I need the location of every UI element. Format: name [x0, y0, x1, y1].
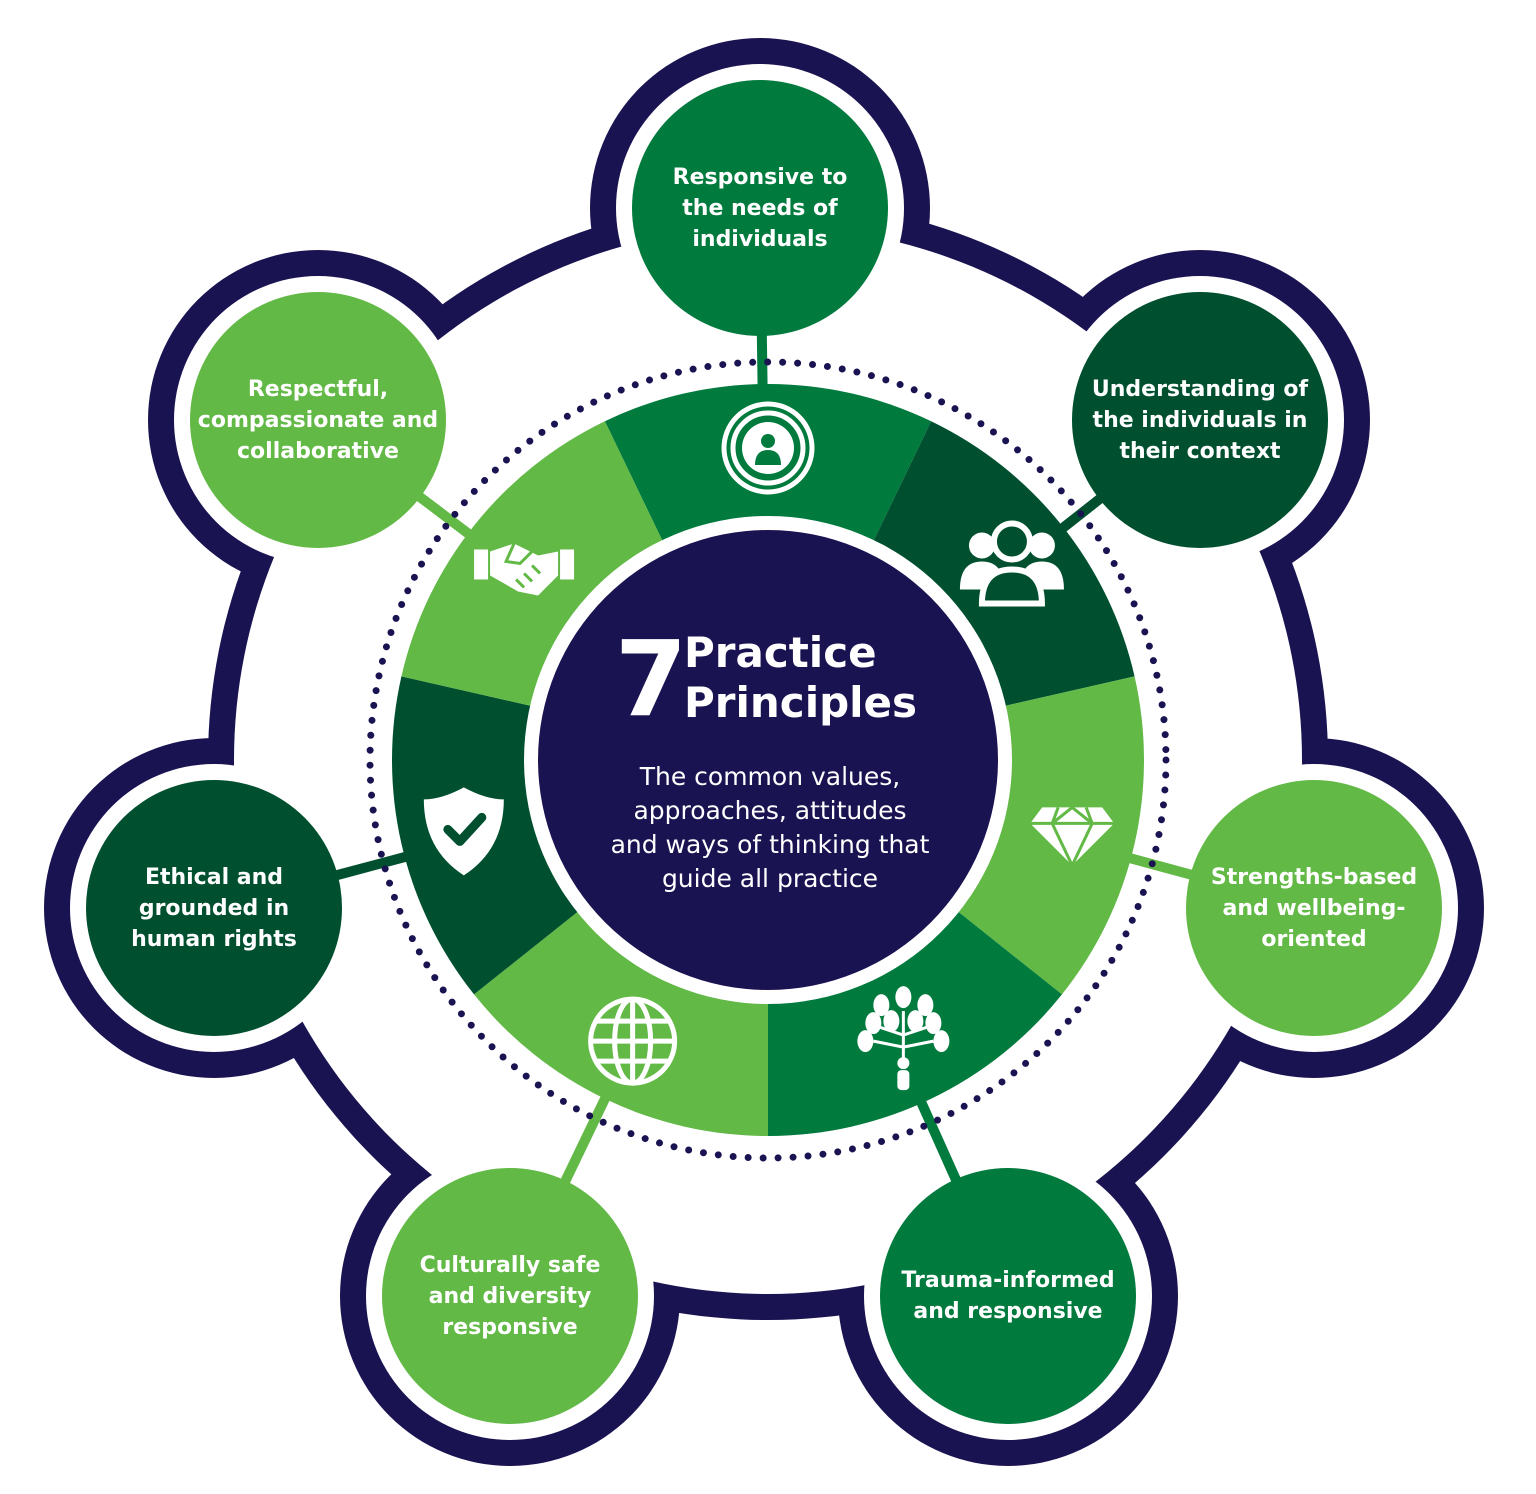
segment-icons	[423, 401, 1115, 1091]
leaf	[917, 994, 934, 1017]
principle-circle	[880, 1168, 1136, 1424]
principle-label: Trauma-informed and responsive	[901, 1268, 1115, 1324]
side-head	[968, 532, 995, 559]
branches	[873, 1011, 934, 1062]
people-group-icon	[959, 520, 1064, 607]
gem-facets	[1030, 805, 1115, 867]
leaf	[925, 1012, 942, 1035]
principle-label: Responsive to the needs of individuals	[672, 164, 848, 252]
connector-line	[413, 490, 476, 541]
dotted-ring	[366, 358, 1170, 1162]
leaf	[857, 1030, 874, 1053]
principle-circle	[382, 1168, 638, 1424]
person-target-icon	[721, 401, 815, 495]
main-body	[978, 566, 1045, 607]
principle-circle	[1186, 780, 1442, 1036]
ring-mid	[730, 410, 806, 486]
center-number: 7	[614, 618, 688, 740]
tree-person-icon	[857, 986, 950, 1091]
leaf	[895, 986, 912, 1009]
check	[443, 812, 487, 846]
principle-label: Respectful, compassionate and collaborat…	[197, 376, 439, 464]
head	[761, 434, 775, 448]
leaf	[933, 1030, 950, 1053]
connectors	[332, 331, 1196, 1187]
principle-circle	[632, 80, 888, 336]
principle-label: Strengths-based and wellbeing- oriented	[1210, 864, 1418, 952]
body	[755, 450, 781, 465]
shield-check-icon	[423, 787, 504, 876]
principle-label: Understanding of the individuals in thei…	[1091, 376, 1309, 464]
connector-line	[756, 331, 768, 391]
connector-line	[914, 1095, 962, 1185]
connector-line	[1123, 851, 1196, 881]
hand-lines	[503, 542, 542, 589]
ring-outer	[721, 401, 815, 495]
leaf	[883, 1010, 900, 1033]
globe-lines	[590, 999, 675, 1084]
principle-label: Culturally safe and diversity responsive	[419, 1252, 601, 1340]
left-cuff	[474, 549, 489, 580]
person-body	[897, 1070, 910, 1091]
right-cuff	[560, 549, 575, 580]
satellite-circles	[86, 80, 1442, 1424]
handshake-icon	[474, 542, 575, 596]
person-head	[897, 1057, 910, 1070]
connector-line	[559, 1091, 613, 1187]
leaf	[873, 994, 890, 1017]
side-head	[1028, 532, 1055, 559]
center-subtitle: The common values, approaches, attitudes…	[610, 762, 930, 893]
center-title: Practice Principles	[684, 628, 918, 727]
principle-circle	[190, 292, 446, 548]
principle-circle	[1072, 292, 1328, 548]
leaf	[907, 1010, 924, 1033]
connector-line	[332, 850, 412, 881]
leaf	[865, 1012, 882, 1035]
center-disc	[538, 530, 998, 990]
globe-icon	[588, 996, 678, 1086]
main-head	[990, 520, 1033, 563]
principle-label: Ethical and grounded in human rights	[131, 864, 297, 952]
principle-circle	[86, 780, 342, 1036]
diamond-icon	[1030, 805, 1115, 867]
